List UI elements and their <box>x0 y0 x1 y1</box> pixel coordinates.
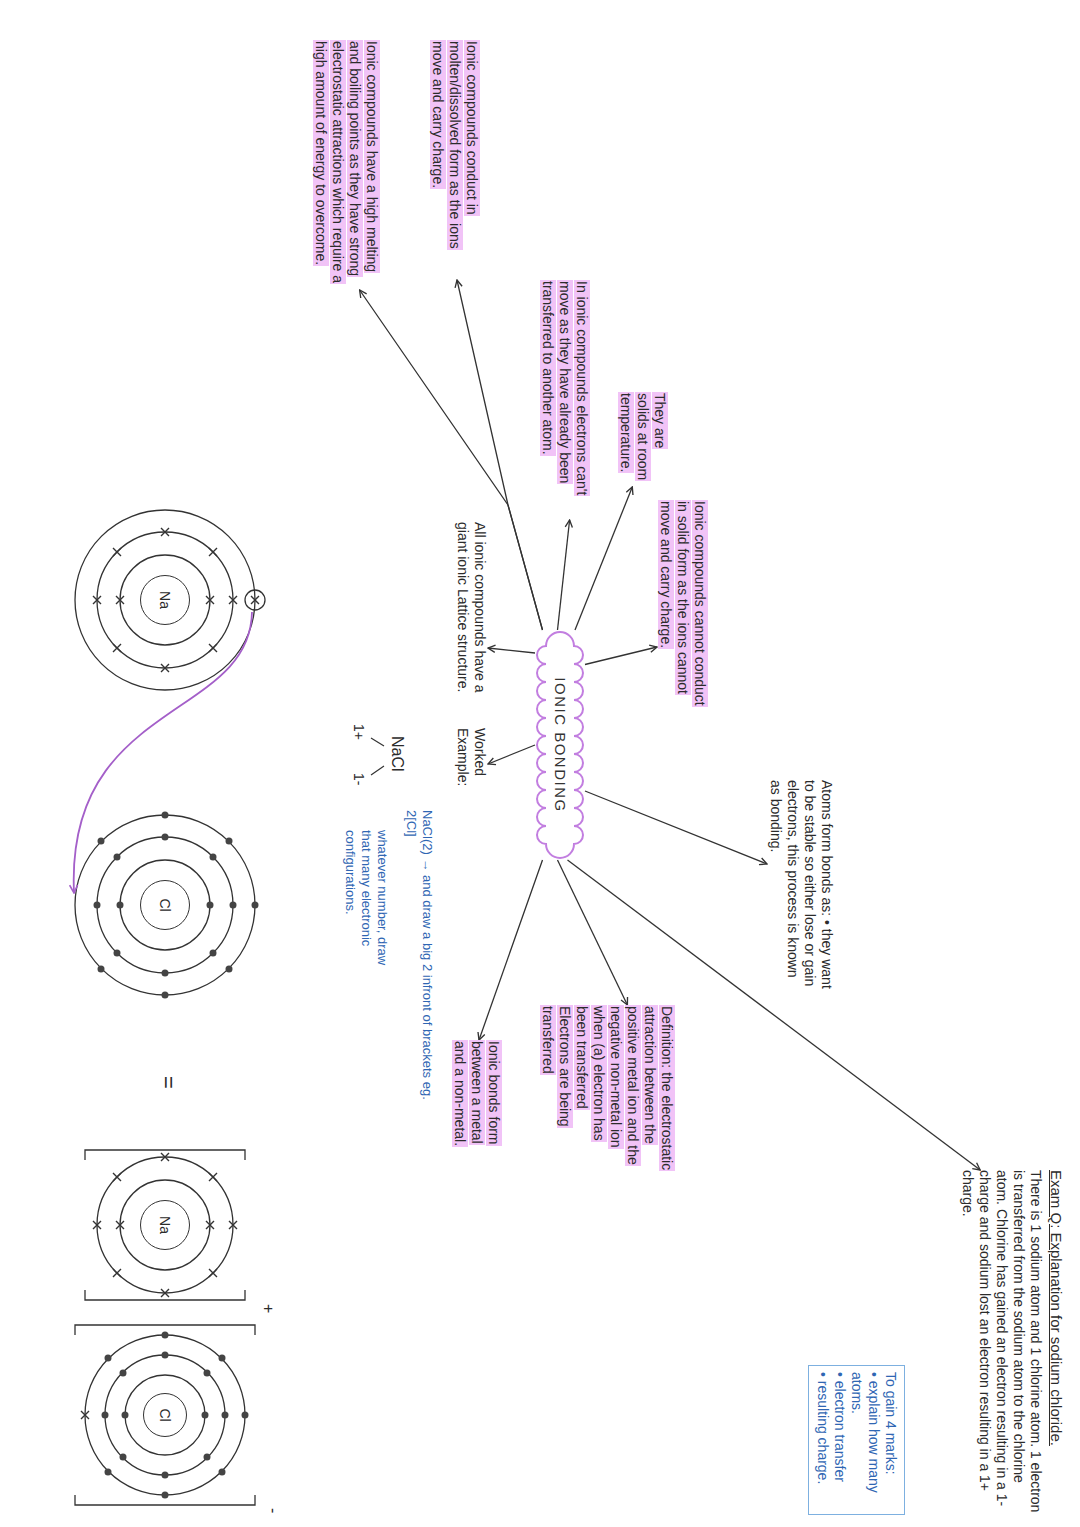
charge-label: 1+ <box>350 724 367 740</box>
chlorine-atom <box>75 815 255 995</box>
node-text: • electron transfer <box>832 1372 848 1482</box>
text-wrap: Definition: the electrostatic attraction… <box>573 1005 675 1175</box>
note-block: They are solids at room temperature. <box>617 392 668 487</box>
text-wrap: To gain 4 marks: <box>882 1372 899 1508</box>
text-wrap: Exam Q: Explanation for sodium chloride. <box>1048 1170 1065 1515</box>
node-text: IONIC BONDING <box>552 677 569 812</box>
text-wrap: Ionic bonds form between a metal and a n… <box>451 1040 502 1170</box>
nucleus-circle: Na <box>140 575 190 625</box>
text-wrap: All ionic compounds have a giant ionic L… <box>454 522 488 702</box>
text-wrap: Ionic compounds conduct in molten/dissol… <box>429 40 480 280</box>
mindmap-arrow <box>360 290 543 630</box>
mindmap-arrow <box>575 487 632 630</box>
node-text: Ionic compounds conduct in molten/dissol… <box>430 40 480 250</box>
definition-block: Definition: the electrostatic attraction… <box>539 1005 675 1175</box>
example-heading: Worked Example: <box>454 728 488 818</box>
sodium-atom <box>75 510 265 690</box>
text-wrap: Worked Example: <box>454 728 488 818</box>
text-wrap: There is 1 sodium atom and 1 chlorine at… <box>959 1170 1044 1515</box>
ion-charge: + <box>260 1304 277 1313</box>
mindmap-arrow <box>558 520 570 630</box>
blue-note: NaCl(2) → and draw a big 2 infront of br… <box>403 810 435 1100</box>
node-text: Electrons are being transferred <box>540 1005 573 1128</box>
note-block: Ionic compounds cannot conduct in solid … <box>657 500 708 710</box>
equals-sign: = <box>156 1076 180 1089</box>
sodium-electrons <box>93 528 259 672</box>
transferred-electron <box>81 1411 89 1419</box>
chloride-ion-electrons <box>102 1332 249 1499</box>
node-text: All ionic compounds have a giant ionic L… <box>455 522 488 692</box>
nucleus-circle: Cl <box>140 880 190 930</box>
mindmap-arrow <box>488 745 535 764</box>
cloud-outline-path <box>537 632 583 858</box>
topic-cloud: IONIC BONDING <box>535 630 585 860</box>
text-wrap: Atoms form bonds as: • they want to be s… <box>767 780 835 990</box>
text-wrap: Ionic compounds cannot conduct in solid … <box>657 500 708 710</box>
text-wrap: Ionic compounds have a high melting and … <box>312 40 380 290</box>
sodium-ion <box>85 1150 245 1300</box>
node-text: Cl <box>158 898 174 911</box>
node-text: To gain 4 marks: <box>883 1372 899 1475</box>
node-text: Cl <box>158 1408 174 1421</box>
transfer-arrow <box>74 612 252 893</box>
text-wrap: Na <box>157 1216 174 1234</box>
mindmap-arrow <box>585 647 657 665</box>
node-text: There is 1 sodium atom and 1 chlorine at… <box>960 1170 1044 1512</box>
node-text: Ionic compounds have a high melting and … <box>313 40 380 284</box>
node-text: • resulting charge. <box>815 1372 831 1484</box>
chloride-ion <box>75 1325 255 1505</box>
text-wrap: IONIC BONDING <box>551 662 569 828</box>
ion-charge: - <box>265 1508 282 1513</box>
mindmap-arrow <box>585 791 767 864</box>
nucleus-circle: Na <box>140 1200 190 1250</box>
charge-label: 1- <box>350 773 367 785</box>
node-text: Exam Q: Explanation for sodium chloride. <box>1048 1170 1065 1446</box>
mindmap-arrow <box>558 860 628 1005</box>
text-wrap: They are solids at room temperature. <box>617 392 668 487</box>
text-wrap: Cl <box>157 898 174 911</box>
text-wrap: Electrons are being transferred <box>539 1005 573 1175</box>
mindmap-arrow <box>488 648 535 653</box>
node-text: Ionic compounds cannot conduct in solid … <box>658 500 708 707</box>
mindmap-arrow <box>479 860 543 1040</box>
blue-note: whatever number, draw that many electron… <box>342 830 390 980</box>
note-block: Ionic bonds form between a metal and a n… <box>451 1040 502 1170</box>
text-wrap: • explain how many atoms. <box>848 1372 882 1508</box>
node-text: Na <box>158 591 174 609</box>
tip-box: To gain 4 marks:• explain how many atoms… <box>808 1365 905 1515</box>
node-text: Na <box>158 1216 174 1234</box>
formula-label: NaCl <box>389 736 406 772</box>
sodium-ion-electrons <box>93 1153 237 1297</box>
note-block: In ionic compounds electrons can't move … <box>539 280 590 520</box>
node-text: Atoms form bonds as: • they want to be s… <box>768 780 835 989</box>
node-text: • explain how many atoms. <box>849 1372 882 1493</box>
note-block: Atoms form bonds as: • they want to be s… <box>767 780 835 990</box>
text-wrap: • resulting charge. <box>814 1372 831 1508</box>
note-block: Ionic compounds have a high melting and … <box>312 40 380 290</box>
note-block: All ionic compounds have a giant ionic L… <box>454 522 488 702</box>
note-block: Ionic compounds conduct in molten/dissol… <box>429 40 480 280</box>
node-text: They are solids at room temperature. <box>618 392 668 481</box>
node-text: In ionic compounds electrons can't move … <box>540 280 590 496</box>
chlorine-electrons <box>94 812 259 999</box>
node-text: Definition: the electrostatic attraction… <box>574 1005 675 1171</box>
exam-answer: Exam Q: Explanation for sodium chloride.… <box>959 1170 1065 1515</box>
node-text: Worked Example: <box>455 728 488 786</box>
formula-arrows <box>371 738 384 775</box>
text-wrap: In ionic compounds electrons can't move … <box>539 280 590 520</box>
text-wrap: • electron transfer <box>831 1372 848 1508</box>
text-wrap: Cl <box>157 1408 174 1421</box>
node-text: Ionic bonds form between a metal and a n… <box>452 1040 502 1147</box>
text-wrap: Na <box>157 591 174 609</box>
nucleus-circle: Cl <box>143 1393 187 1437</box>
